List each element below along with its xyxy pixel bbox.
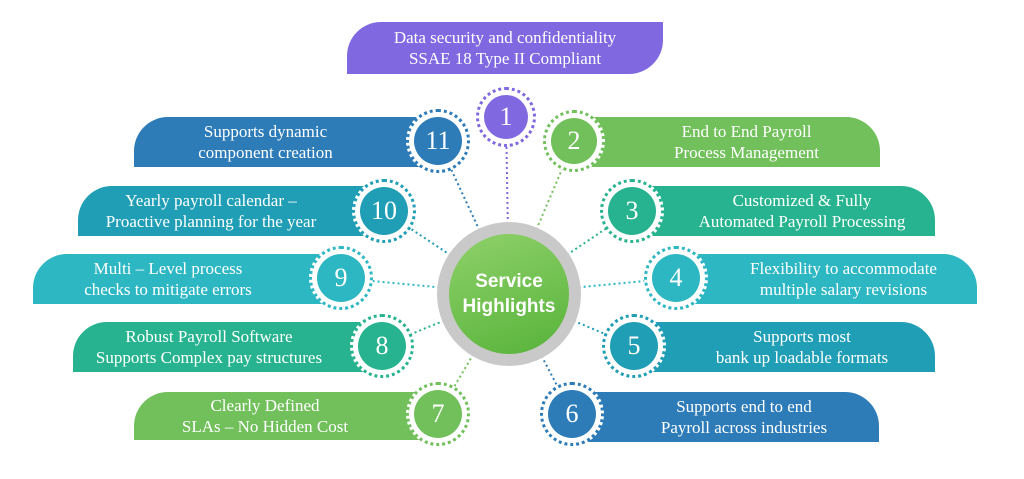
highlight-10-number-badge: 10	[360, 187, 408, 235]
service-highlights-hub: Service Highlights	[449, 234, 569, 354]
highlight-6-text-line1: Supports end to end	[676, 397, 812, 416]
hub-title-line1: Service	[475, 271, 543, 292]
highlight-4-number-badge: 4	[652, 254, 700, 302]
highlight-7-text-line1: Clearly Defined	[210, 396, 320, 415]
highlight-9-number-badge: 9	[317, 254, 365, 302]
highlight-1-number-badge: 1	[484, 95, 528, 139]
highlight-7-text-line2: SLAs – No Hidden Cost	[181, 417, 349, 436]
highlight-5-text-line2: bank up loadable formats	[715, 348, 889, 367]
highlight-3-text-line2: Automated Payroll Processing	[698, 212, 906, 231]
highlight-6-number-badge: 6	[548, 390, 596, 438]
highlight-2-text-line1: End to End Payroll	[681, 122, 812, 141]
highlight-11-banner: Supports dynamic component creation	[134, 117, 437, 167]
highlight-8-text-line1: Robust Payroll Software	[125, 327, 293, 346]
highlight-8-number-badge: 8	[358, 322, 406, 370]
highlight-9-text-line2: checks to mitigate errors	[84, 280, 252, 299]
highlight-4-text-line1: Flexibility to accommodate	[750, 259, 937, 278]
highlight-9-text-line1: Multi – Level process	[93, 259, 243, 278]
highlight-1-text-line1: Data security and confidentiality	[393, 28, 617, 47]
highlight-1-text-line2: SSAE 18 Type II Compliant	[408, 49, 602, 68]
highlight-5-number-badge: 5	[610, 322, 658, 370]
highlight-9-banner: Multi – Level process checks to mitigate …	[33, 254, 343, 304]
highlight-2-text-line2: Process Management	[674, 143, 819, 162]
highlight-6-text-line2: Payroll across industries	[660, 418, 828, 437]
highlight-4-text-line2: multiple salary revisions	[759, 280, 928, 299]
highlight-10-text-line1: Yearly payroll calendar –	[125, 191, 297, 210]
highlight-7-number-badge: 7	[414, 390, 462, 438]
highlight-10-banner: Yearly payroll calendar – Proactive plann…	[78, 186, 384, 236]
highlight-10-text-line2: Proactive planning for the year	[105, 212, 317, 231]
highlight-4-banner: Flexibility to accommodate multiple salar…	[670, 254, 977, 304]
highlight-11-text-line2: component creation	[198, 143, 333, 162]
highlight-2-number-badge: 2	[551, 118, 597, 164]
highlight-3-text-line1: Customized & Fully	[732, 191, 872, 210]
highlight-5-text-line1: Supports most	[753, 327, 851, 346]
highlight-5-banner: Supports most bank up loadable formats	[629, 322, 935, 372]
highlight-11-text-line1: Supports dynamic	[203, 122, 328, 141]
highlight-11-number-badge: 11	[414, 117, 462, 165]
highlight-8-text-line2: Supports Complex pay structures	[95, 348, 323, 367]
hub-title-line2: Highlights	[462, 296, 556, 317]
highlight-3-number-badge: 3	[608, 187, 656, 235]
